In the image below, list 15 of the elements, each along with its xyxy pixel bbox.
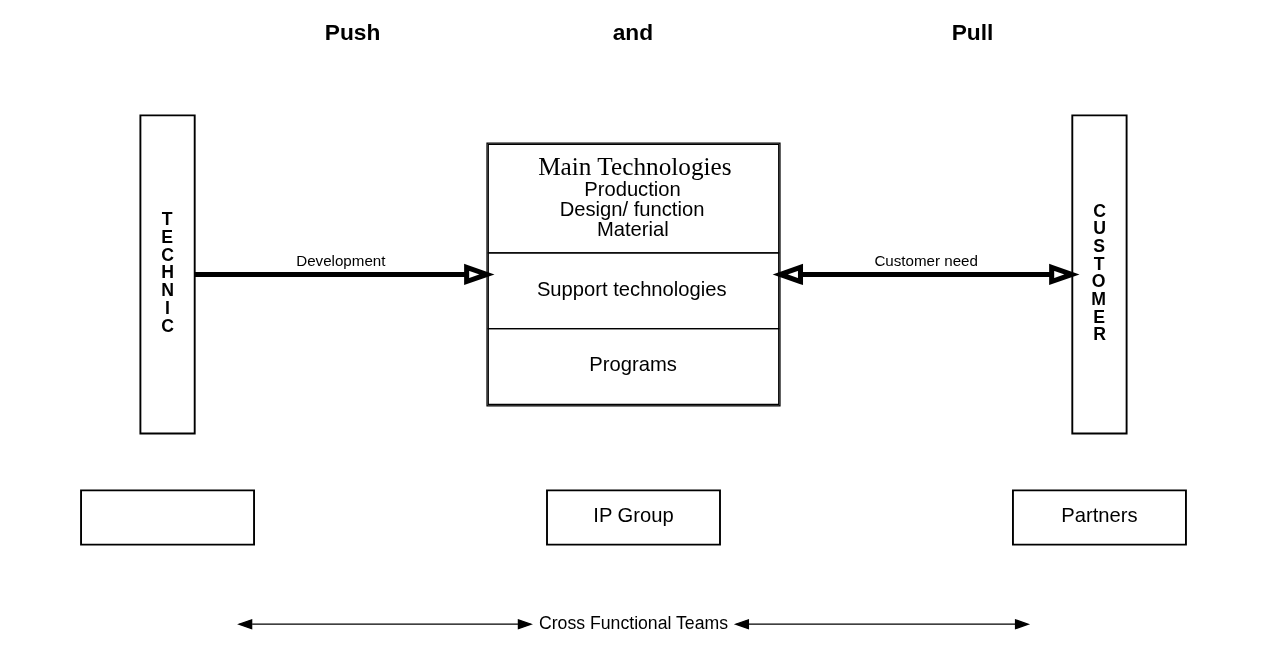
- arrow: [733, 618, 1030, 630]
- edge-label: Development: [295, 252, 385, 270]
- edge-label: Customer need: [873, 252, 978, 270]
- label: and: [612, 19, 653, 46]
- arrow: [194, 263, 494, 286]
- node-text: Cross Functional Teams: [538, 612, 728, 633]
- label: Push: [324, 19, 380, 46]
- arrow: [236, 618, 533, 630]
- node-box: IP Group: [545, 489, 721, 546]
- node-box: TECHNIC: [138, 114, 196, 435]
- label: Pull: [951, 19, 993, 46]
- node-box: Partners: [1011, 489, 1187, 546]
- node-box: CUSTOMER: [1070, 114, 1128, 435]
- node-box: [79, 489, 255, 546]
- arrow: [772, 263, 1079, 286]
